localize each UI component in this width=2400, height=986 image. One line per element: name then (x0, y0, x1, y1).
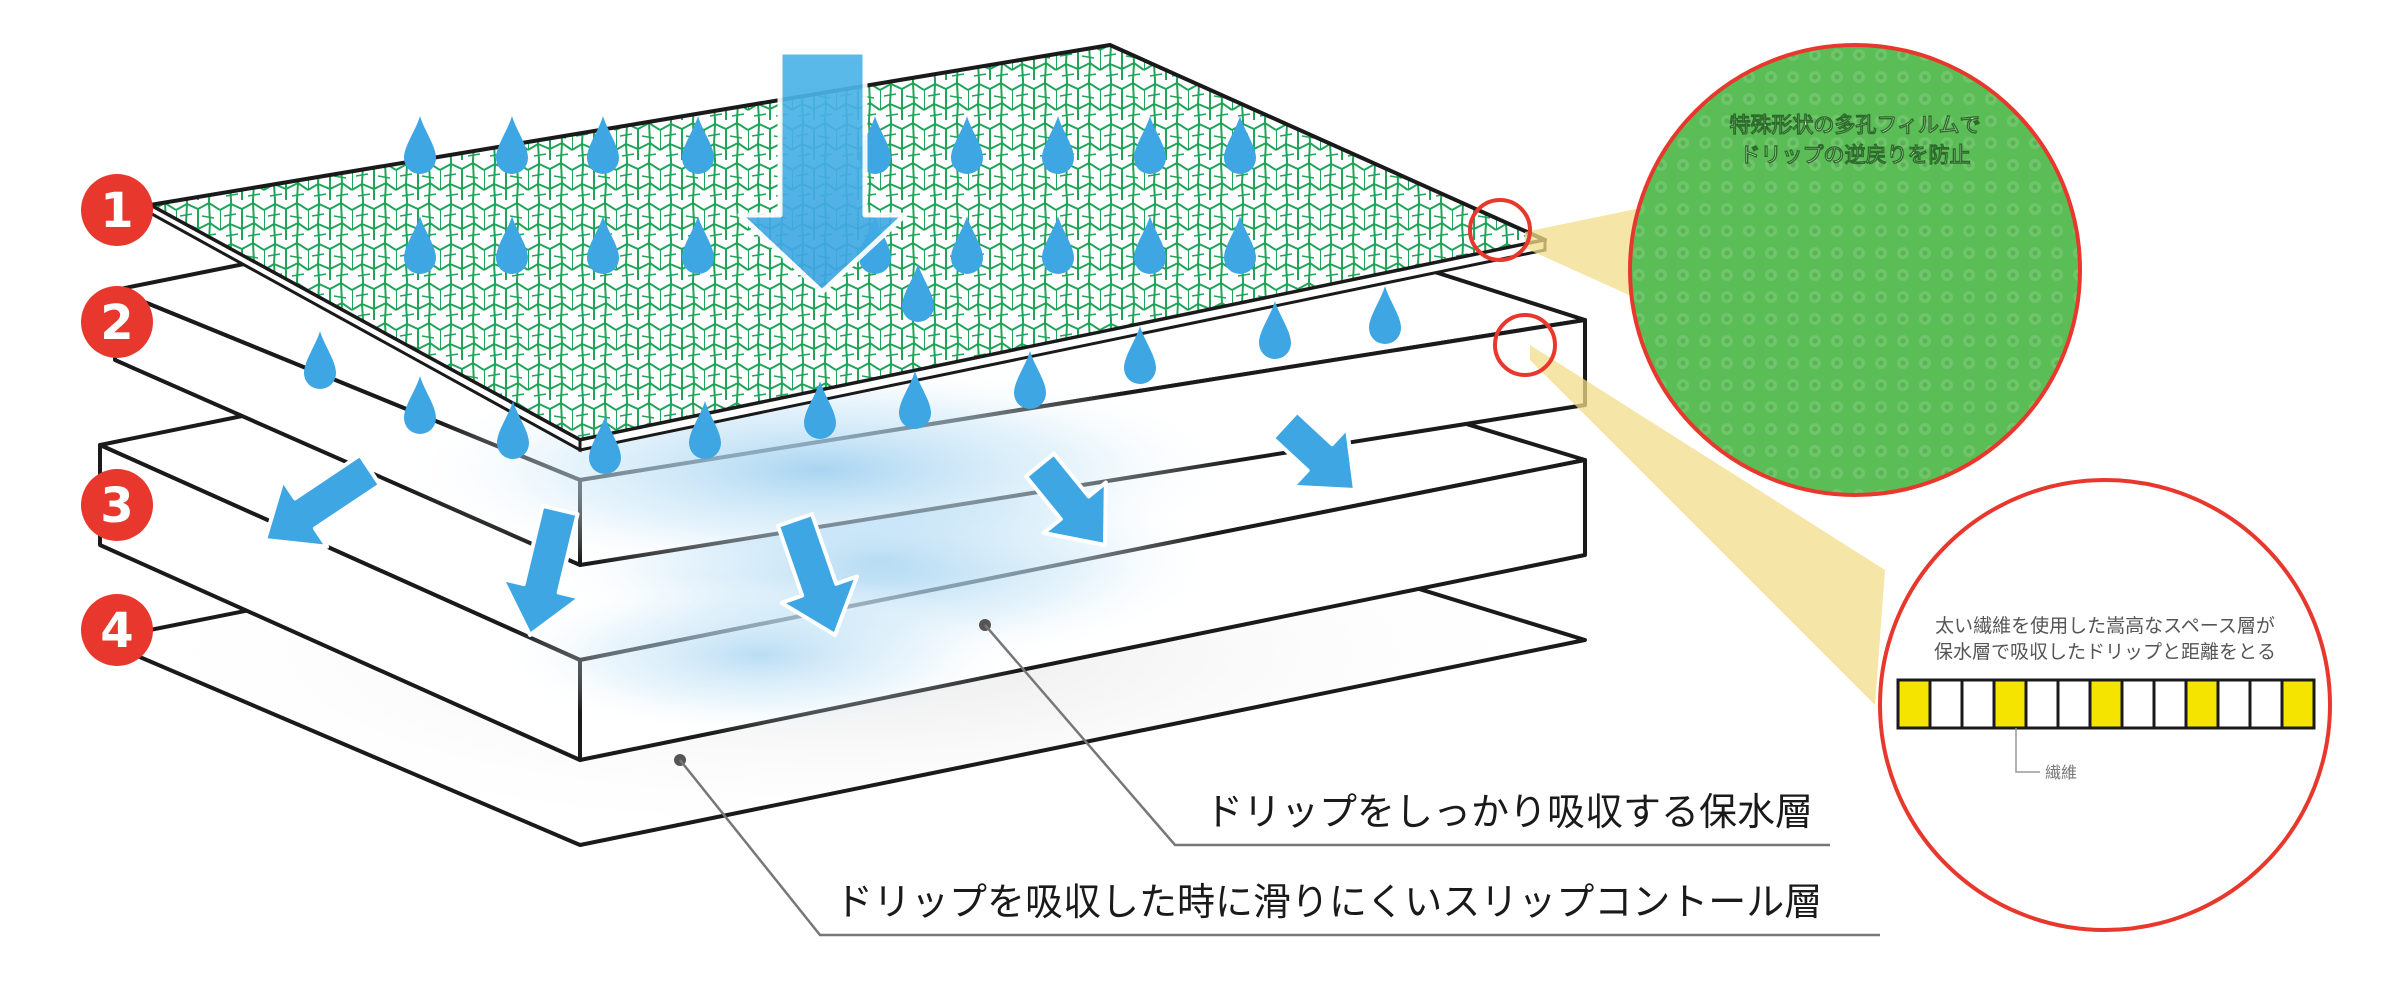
water-drop (1124, 326, 1156, 384)
layer-badge-3: 3 (81, 469, 153, 541)
space-cell (1960, 678, 1996, 730)
layer-badge-3-number: 3 (100, 478, 133, 534)
fiber-cell (1896, 678, 1932, 730)
fiber-cell (2280, 678, 2316, 730)
water-drop (951, 216, 983, 274)
water-drop (951, 116, 983, 174)
water-drop (1042, 216, 1074, 274)
fiber-cell (2088, 678, 2124, 730)
water-drop (804, 381, 836, 439)
water-drop (689, 401, 721, 459)
spread-arrow (263, 453, 382, 549)
zoom-beam-bottom (1530, 345, 1885, 705)
layer-badge-1: 1 (81, 174, 153, 246)
fiber-label: 繊維 (2045, 763, 2077, 782)
layer-badge-2-number: 2 (100, 295, 133, 351)
layer-badge-4: 4 (81, 594, 153, 666)
space-cell (2024, 678, 2060, 730)
layer-badge-4-number: 4 (100, 603, 133, 659)
layer-badge-1-number: 1 (100, 183, 133, 239)
fiber-zoom-line-2: 保水層で吸収したドリップと距離をとる (1934, 641, 2276, 663)
film-detail-marker (1468, 198, 1532, 262)
spread-arrow (1024, 451, 1108, 547)
water-drop (497, 401, 529, 459)
space-cell (2152, 678, 2188, 730)
water-drop (1134, 116, 1166, 174)
water-drop (404, 216, 436, 274)
water-drop (496, 116, 528, 174)
fiber-detail-marker (1493, 313, 1557, 377)
water-drop (404, 376, 436, 434)
fiber-strip (1896, 678, 2316, 730)
zoom-beam-top (1525, 205, 1655, 300)
water-drop (1369, 286, 1401, 344)
space-cell (2056, 678, 2092, 730)
water-drop (899, 371, 931, 429)
space-cell (2216, 678, 2252, 730)
water-drop (304, 331, 336, 389)
water-drop (1259, 301, 1291, 359)
spread-arrow (1270, 409, 1357, 492)
water-drop (589, 416, 621, 474)
water-layer-label: ドリップをしっかり吸収する保水層 (1205, 790, 1813, 834)
film-zoom-line-2: ドリップの逆戻りを防止 (1740, 143, 1971, 167)
water-drop (1224, 216, 1256, 274)
water-drop (587, 116, 619, 174)
film-zoom-line-1: 特殊形状の多孔フィルムで (1729, 113, 1980, 137)
water-drop (1224, 116, 1256, 174)
water-drop (682, 116, 714, 174)
water-drop (587, 216, 619, 274)
fiber-cell (2184, 678, 2220, 730)
water-drop (1042, 116, 1074, 174)
space-cell (1928, 678, 1964, 730)
water-drop (404, 116, 436, 174)
slip-layer-label: ドリップを吸収した時に滑りにくいスリップコントール層 (835, 880, 1822, 924)
water-drop (1134, 216, 1166, 274)
water-layer-callout: ドリップをしっかり吸収する保水層 (979, 619, 1830, 847)
layer-badge-2: 2 (81, 286, 153, 358)
water-drop (682, 216, 714, 274)
fiber-zoom-circle: 太い繊維を使用した嵩高なスペース層が 保水層で吸収したドリップと距離をとる 繊維 (1878, 478, 2332, 932)
fiber-cell (1992, 678, 2028, 730)
spreading-arrows (263, 409, 1357, 637)
water-drop (496, 216, 528, 274)
incoming-drip-arrow (737, 49, 908, 295)
water-drops (304, 116, 1401, 474)
water-drop (902, 264, 934, 322)
space-cell (2248, 678, 2284, 730)
slip-layer-callout: ドリップを吸収した時に滑りにくいスリップコントール層 (674, 754, 1880, 937)
water-drop (1014, 351, 1046, 409)
space-cell (2120, 678, 2156, 730)
film-zoom-circle: 特殊形状の多孔フィルムで ドリップの逆戻りを防止 (1628, 43, 2082, 497)
spread-arrow (776, 512, 859, 637)
spread-arrow (500, 503, 583, 637)
fiber-zoom-line-1: 太い繊維を使用した嵩高なスペース層が (1935, 615, 2275, 637)
